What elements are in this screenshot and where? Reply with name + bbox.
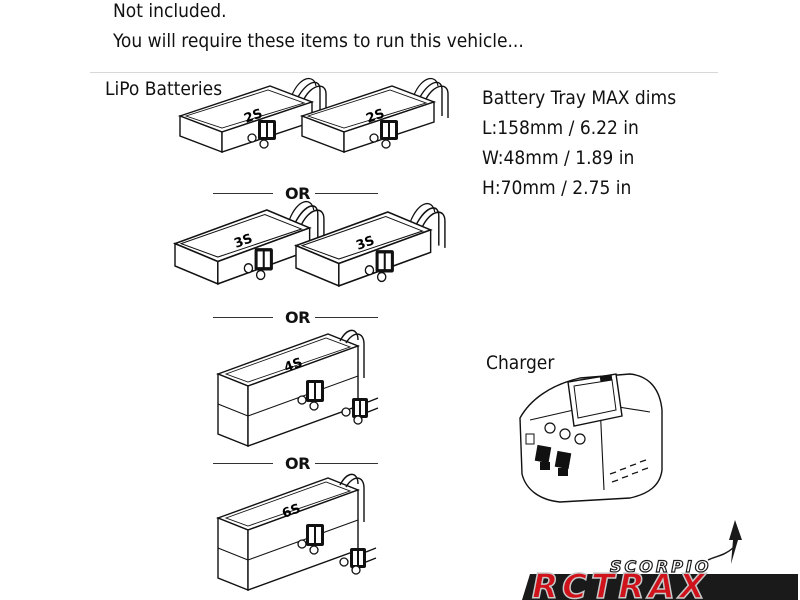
battery-4s (217, 329, 365, 447)
charger-title: Charger (486, 352, 555, 374)
tray-dims-title: Battery Tray MAX dims (482, 87, 677, 109)
battery-label-4s: 4S (282, 355, 304, 375)
charger-illustration (519, 373, 663, 503)
or-separator: OR (213, 454, 378, 474)
battery-label-6s: 6S (280, 501, 302, 521)
divider (90, 72, 718, 73)
battery-label-3s: 3S (232, 231, 254, 251)
or-separator: OR (213, 308, 378, 328)
battery-label-3s: 3S (354, 233, 376, 253)
logo-main-text: RCTRAX (532, 567, 709, 600)
rctrax-logo: SCORPIO RCTRAX (522, 520, 798, 600)
requirement-note: You will require these items to run this… (113, 30, 524, 52)
or-separator: OR (213, 184, 378, 204)
lipo-batteries-title: LiPo Batteries (105, 78, 223, 100)
or-label: OR (285, 184, 310, 203)
battery-label-2s: 2S (242, 106, 264, 126)
battery-6s (217, 473, 365, 591)
tray-dim-width: W:48mm / 1.89 in (482, 147, 635, 169)
tray-dim-height: H:70mm / 2.75 in (482, 177, 632, 199)
or-label: OR (285, 454, 310, 473)
tray-dim-length: L:158mm / 6.22 in (482, 117, 639, 139)
logo-top-text: SCORPIO (610, 557, 711, 576)
or-label: OR (285, 308, 310, 327)
not-included-heading: Not included. (113, 0, 227, 22)
battery-label-2s: 2S (364, 106, 386, 126)
